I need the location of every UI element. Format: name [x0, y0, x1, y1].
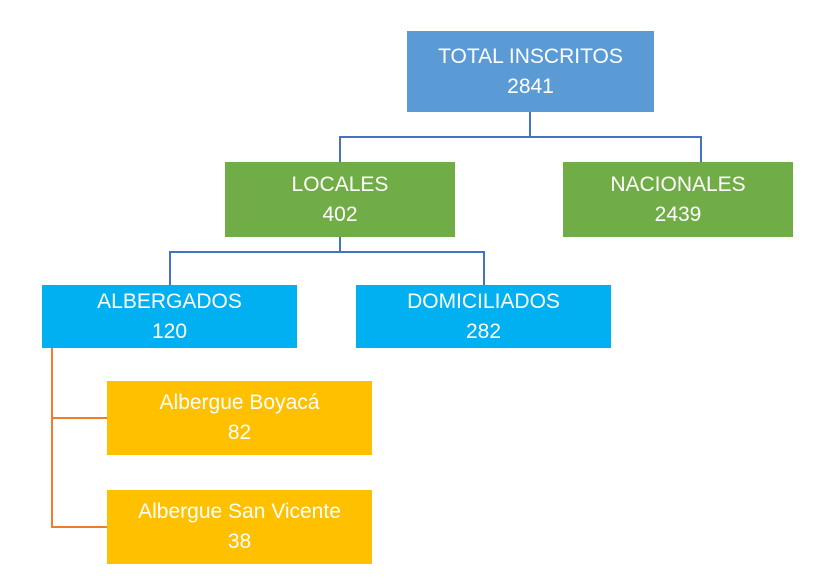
connector	[51, 348, 53, 528]
connector	[483, 251, 485, 285]
node-locales: LOCALES 402	[225, 162, 455, 237]
node-label: NACIONALES	[610, 172, 746, 196]
connector	[700, 136, 702, 162]
connector	[169, 251, 485, 253]
connector	[529, 112, 531, 137]
node-value: 402	[322, 202, 358, 226]
node-value: 282	[465, 319, 502, 343]
node-label: TOTAL INSCRITOS	[438, 44, 623, 68]
node-nacionales: NACIONALES 2439	[563, 162, 793, 237]
node-value: 2439	[654, 202, 702, 226]
connector	[339, 136, 702, 138]
connector	[339, 136, 341, 162]
node-value: 120	[151, 319, 188, 343]
connector	[339, 237, 341, 252]
connector	[51, 526, 107, 528]
node-label: DOMICILIADOS	[407, 289, 560, 313]
node-value: 2841	[507, 74, 554, 98]
node-label: Albergue San Vicente	[138, 500, 341, 523]
connector	[51, 417, 107, 419]
node-albergue-san-vicente: Albergue San Vicente 38	[107, 490, 372, 564]
node-label: ALBERGADOS	[97, 289, 242, 313]
node-label: LOCALES	[291, 172, 389, 196]
node-label: Albergue Boyacá	[159, 391, 320, 414]
node-albergados: ALBERGADOS 120	[42, 285, 297, 348]
node-domiciliados: DOMICILIADOS 282	[356, 285, 611, 348]
node-total-inscritos: TOTAL INSCRITOS 2841	[407, 31, 654, 112]
node-value: 82	[227, 421, 252, 444]
connector	[169, 251, 171, 285]
node-albergue-boyaca: Albergue Boyacá 82	[107, 381, 372, 455]
node-value: 38	[227, 530, 252, 553]
